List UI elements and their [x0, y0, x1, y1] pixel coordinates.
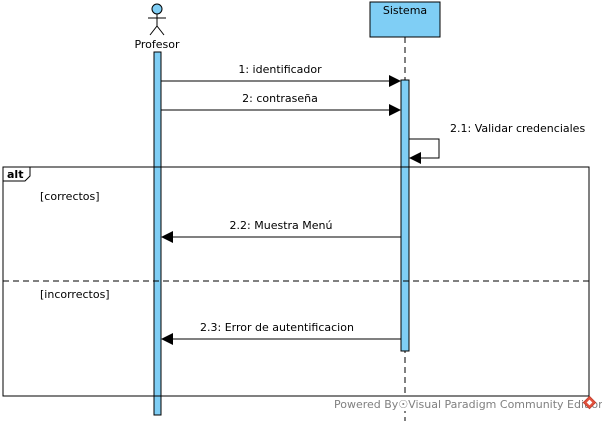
alt-fragment[interactable]: alt [correctos] [incorrectos] — [2, 166, 590, 397]
message-2-1-self-call[interactable]: 2.1: Validar credenciales — [409, 122, 585, 164]
message-1[interactable]: 1: identificador — [161, 63, 401, 87]
sistema-activation-bar — [400, 79, 410, 352]
message-label: 2.3: Error de autentificacion — [200, 321, 354, 334]
alt-operator-label: alt — [7, 168, 23, 181]
visual-paradigm-logo-icon — [582, 395, 597, 410]
actor-name: Profesor — [134, 38, 180, 51]
alt-operator-tab — [2, 166, 31, 182]
lifeline-sistema[interactable]: Sistema — [369, 1, 441, 38]
message-2-3[interactable]: 2.3: Error de autentificacion — [161, 321, 401, 345]
actor-profesor[interactable]: Profesor — [134, 3, 180, 51]
message-label: 2.1: Validar credenciales — [450, 122, 585, 135]
guard-correctos: [correctos] — [40, 190, 100, 203]
message-label: 2.2: Muestra Menú — [230, 219, 333, 232]
message-2[interactable]: 2: contraseña — [161, 92, 401, 116]
sistema-header-box — [369, 1, 441, 38]
guard-incorrectos: [incorrectos] — [40, 288, 110, 301]
stick-figure-icon — [148, 3, 166, 36]
self-call-arrow — [409, 138, 440, 164]
message-2-2[interactable]: 2.2: Muestra Menú — [161, 219, 401, 243]
watermark-text: Powered By☉Visual Paradigm Community Edi… — [334, 398, 602, 411]
watermark: Powered By☉Visual Paradigm Community Edi… — [330, 395, 602, 411]
profesor-activation-bar — [153, 51, 162, 416]
message-label: 2: contraseña — [242, 92, 318, 105]
watermark-background — [330, 397, 582, 411]
system-name: Sistema — [383, 4, 427, 17]
message-label: 1: identificador — [238, 63, 322, 76]
